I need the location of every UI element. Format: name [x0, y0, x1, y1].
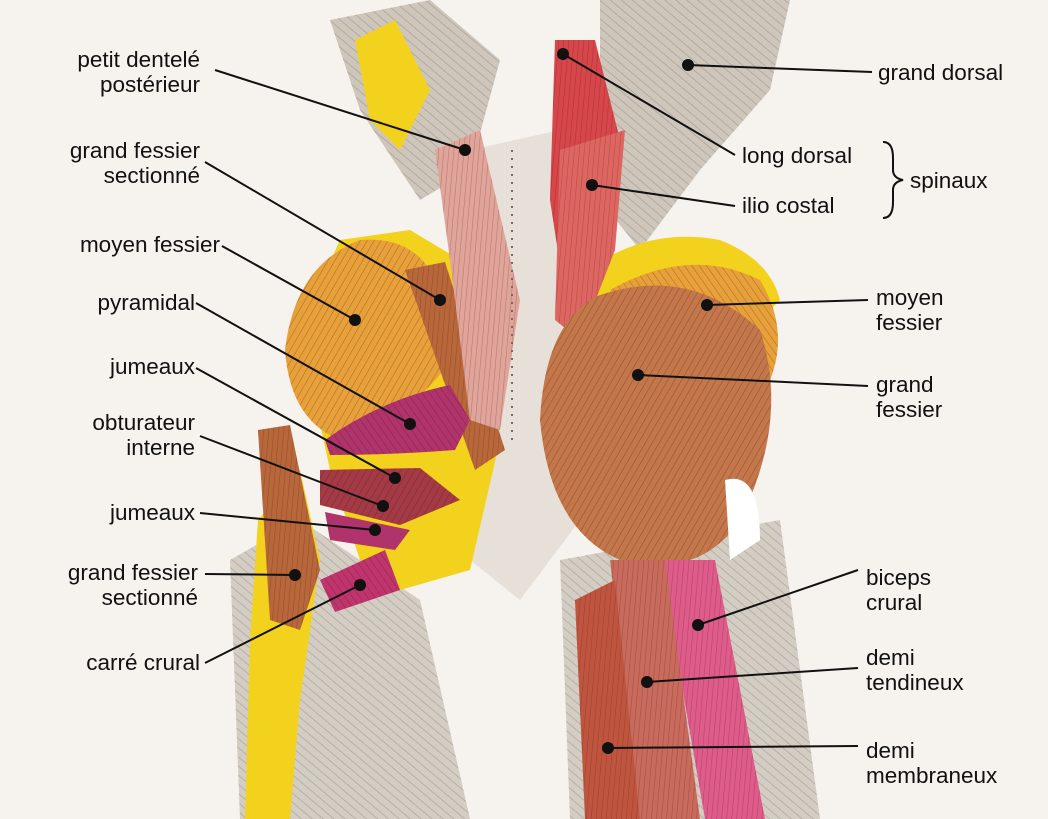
- label-line: sectionné: [70, 163, 200, 188]
- label-moyen-fessier-left: moyen fessier: [80, 232, 220, 257]
- label-line: postérieur: [77, 72, 200, 97]
- label-ilio-costal: ilio costal: [742, 193, 835, 218]
- label-obturateur-interne: obturateur interne: [92, 410, 195, 460]
- label-line: grand: [876, 372, 942, 397]
- label-line: demi: [866, 738, 997, 763]
- label-line: grand fessier: [68, 560, 198, 585]
- label-line: petit dentelé: [77, 47, 200, 72]
- label-line: jumeaux: [110, 500, 195, 525]
- label-grand-dorsal: grand dorsal: [878, 60, 1003, 85]
- label-line: obturateur: [92, 410, 195, 435]
- label-line: spinaux: [910, 168, 988, 193]
- label-line: ilio costal: [742, 193, 835, 218]
- label-line: pyramidal: [97, 290, 195, 315]
- label-line: crural: [866, 590, 931, 615]
- label-demi-tendineux: demi tendineux: [866, 645, 964, 695]
- label-line: grand fessier: [70, 138, 200, 163]
- label-line: interne: [92, 435, 195, 460]
- label-line: biceps: [866, 565, 931, 590]
- label-line: fessier: [876, 310, 944, 335]
- label-jumeaux-top: jumeaux: [110, 354, 195, 379]
- label-biceps-crural: biceps crural: [866, 565, 931, 615]
- label-spinaux: spinaux: [910, 168, 988, 193]
- label-grand-fessier-right: grand fessier: [876, 372, 942, 422]
- label-petit-dentele: petit dentelé postérieur: [77, 47, 200, 97]
- label-long-dorsal: long dorsal: [742, 143, 852, 168]
- label-line: tendineux: [866, 670, 964, 695]
- label-carre-crural: carré crural: [86, 650, 200, 675]
- label-line: long dorsal: [742, 143, 852, 168]
- label-demi-membraneux: demi membraneux: [866, 738, 997, 788]
- label-line: sectionné: [68, 585, 198, 610]
- label-line: fessier: [876, 397, 942, 422]
- label-line: grand dorsal: [878, 60, 1003, 85]
- label-pyramidal: pyramidal: [97, 290, 195, 315]
- label-grand-fessier-sectionne-top: grand fessier sectionné: [70, 138, 200, 188]
- label-moyen-fessier-right: moyen fessier: [876, 285, 944, 335]
- label-line: demi: [866, 645, 964, 670]
- label-line: moyen fessier: [80, 232, 220, 257]
- label-line: moyen: [876, 285, 944, 310]
- label-line: jumeaux: [110, 354, 195, 379]
- label-line: membraneux: [866, 763, 997, 788]
- label-jumeaux-bottom: jumeaux: [110, 500, 195, 525]
- label-line: carré crural: [86, 650, 200, 675]
- label-grand-fessier-sectionne-bottom: grand fessier sectionné: [68, 560, 198, 610]
